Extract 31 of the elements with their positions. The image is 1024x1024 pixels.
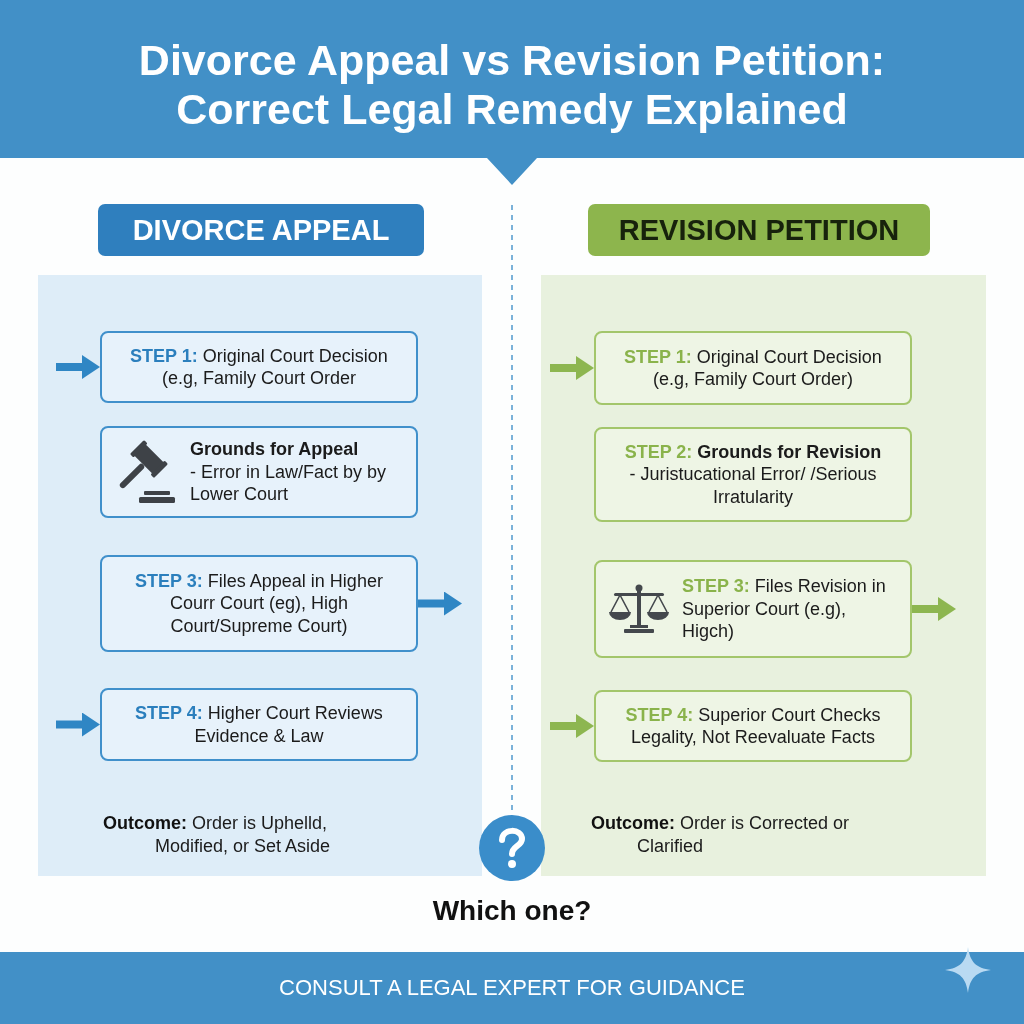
outcome-text: Outcome: Order is Corrected or Clarified (591, 812, 851, 859)
step-text: STEP 4: Higher Court Reviews Evidence & Law (134, 702, 384, 747)
outcome-text: Outcome: Order is Uphelld, Modified, or Set Aside (103, 812, 332, 859)
prompt-text: Which one? (432, 895, 592, 927)
step-box (100, 688, 418, 761)
step-box (594, 690, 912, 762)
step-box (100, 555, 418, 652)
section-panel (38, 275, 482, 876)
step-box (594, 427, 912, 522)
step-text: STEP 1: Original Court Decision (e.g, Family Court Order (129, 344, 389, 390)
section-panel (541, 275, 986, 876)
section-banner (98, 204, 424, 256)
step-text: STEP 4: Superior Court Checks Legality, Not Reevaluate Facts (624, 703, 882, 749)
step-box (100, 331, 418, 403)
step-text: STEP 3: Files Revision in Superior Court (e.g), Higch) (682, 575, 887, 643)
step-heading: STEP 2: Grounds for Revision (623, 440, 883, 464)
step-text: STEP 1: Original Court Decision (e.g, Family Court Order) (623, 345, 883, 391)
section-banner (588, 204, 930, 256)
step-box (100, 426, 418, 518)
step-text: - Juristucational Error/ /Serious Irratularity (628, 463, 878, 509)
step-text: - Error in Law/Fact by by Lower Court (190, 460, 388, 506)
title: Divorce Appeal vs Revision Petition: Correct Legal Remedy Explained (137, 36, 887, 134)
section-title: DIVORCE APPEAL (132, 213, 390, 247)
footer-text: CONSULT A LEGAL EXPERT FOR GUIDANCE (279, 975, 745, 1001)
arrow (912, 597, 956, 621)
step-heading: Grounds for Appeal (190, 438, 360, 461)
step-box (594, 560, 912, 658)
arrow (418, 591, 462, 616)
step-box (594, 331, 912, 405)
step-text: STEP 3: Files Appeal in Higher Courr Court (eg), High Court/Supreme Court) (134, 569, 384, 638)
section-title: REVISION PETITION (618, 213, 900, 247)
